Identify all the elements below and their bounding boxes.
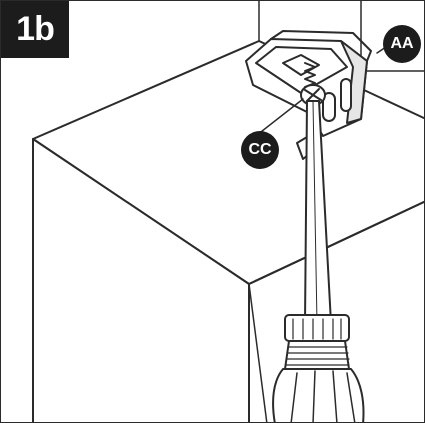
screw-callout-label: CC: [241, 131, 279, 169]
screwdriver-icon: [272, 100, 365, 422]
mounting-bracket-icon: [245, 30, 390, 160]
step-number-badge: 1b: [1, 1, 69, 58]
bracket-callout-label: AA: [383, 25, 421, 63]
